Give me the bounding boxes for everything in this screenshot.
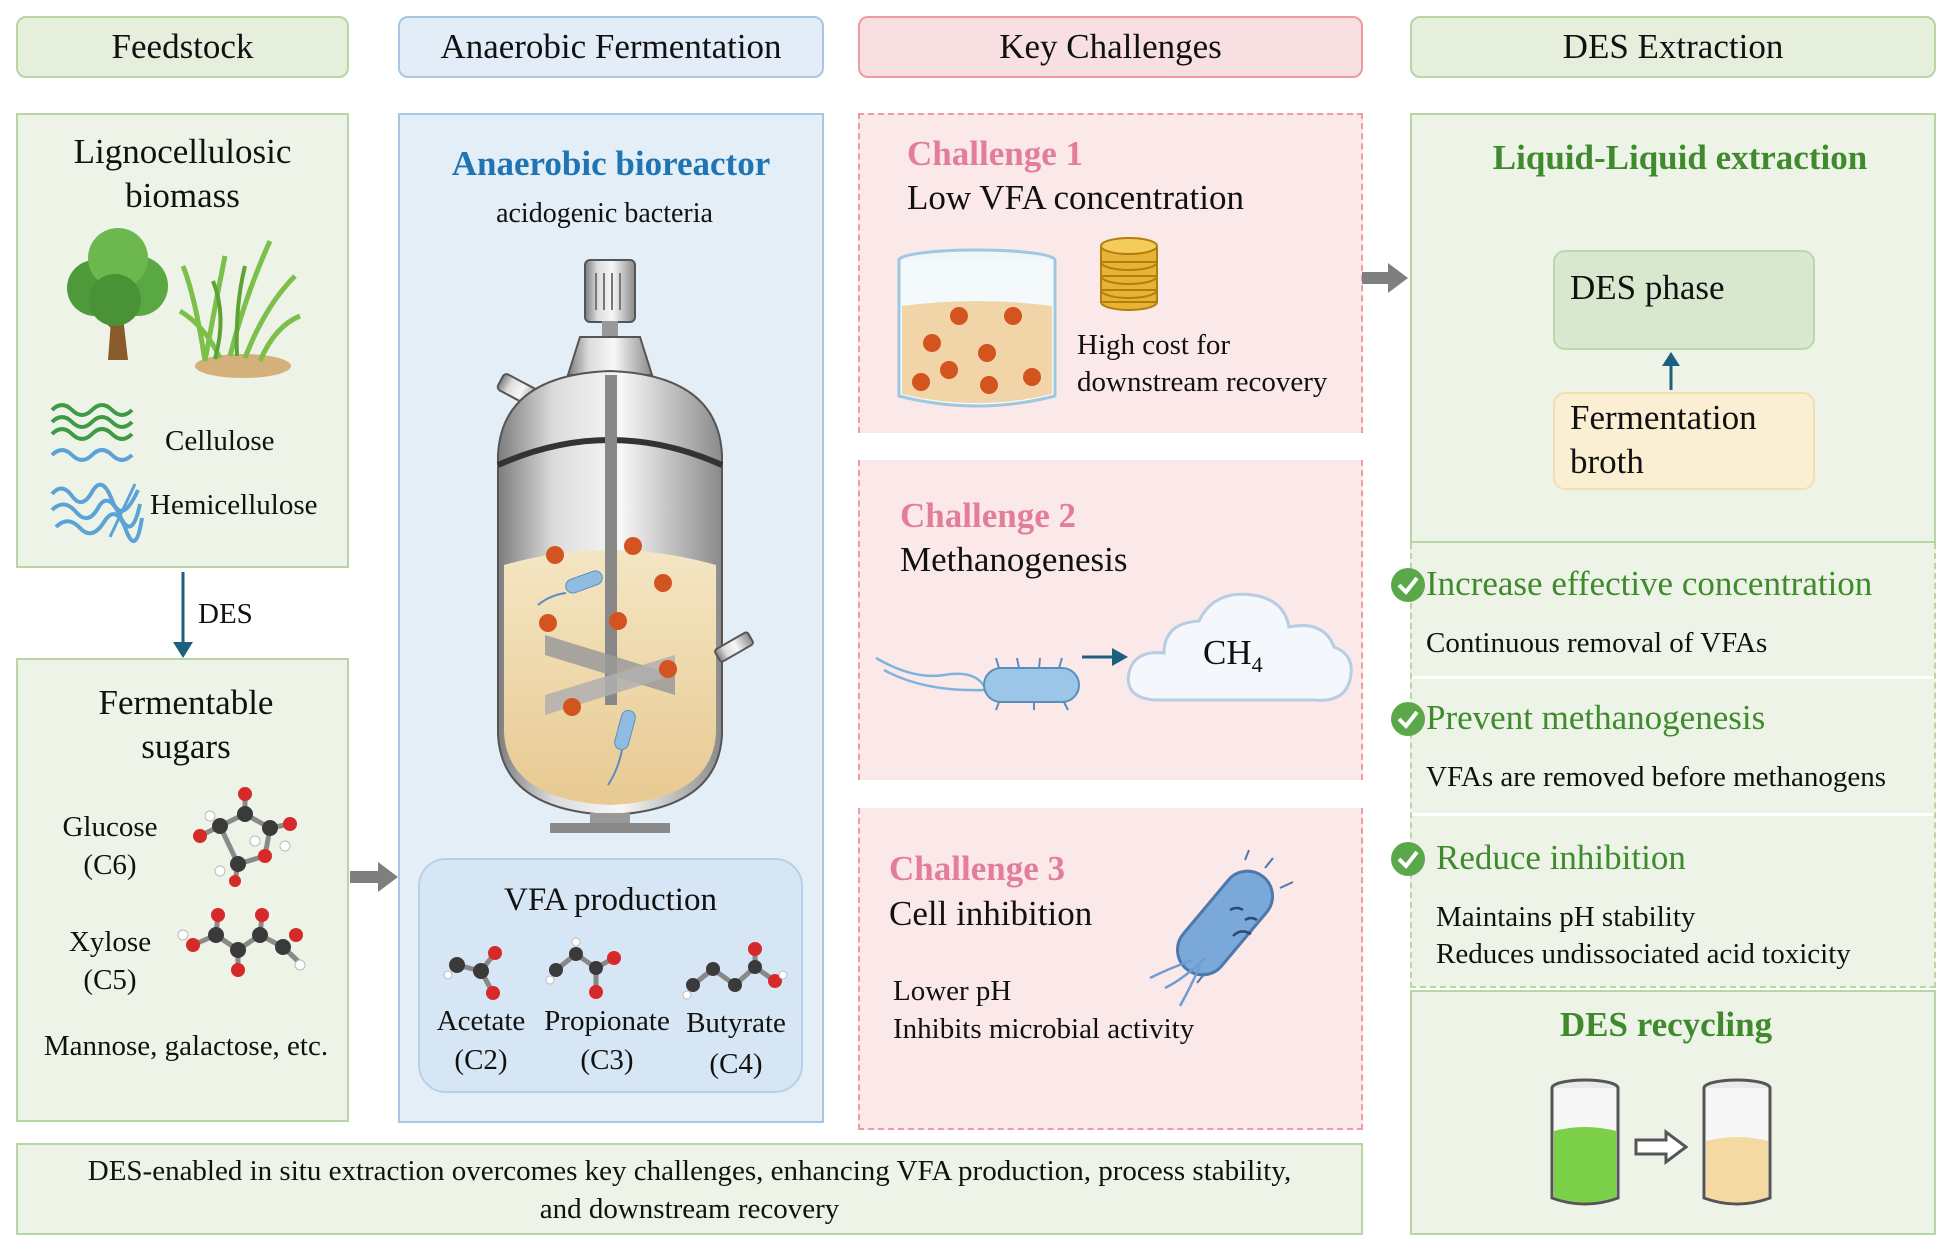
challenge-2-title: Methanogenesis [900,540,1128,579]
extraction-title: Liquid-Liquid extraction [1492,138,1868,177]
biomass-title-1: Lignocellulosic [73,132,292,171]
check-icon [1391,842,1425,876]
des-phase-label: DES phase [1570,268,1725,307]
des-arrow-label: DES [198,598,253,630]
header-feedstock: Feedstock [16,16,349,78]
biomass-title-2: biomass [125,176,240,215]
sugars-title-2: sugars [141,727,231,766]
challenge-3-label: Challenge 3 [889,849,1065,888]
fermentation-broth-box [1553,392,1815,490]
challenges-to-extraction-arrow [1362,263,1408,293]
benefit-2-desc: VFAs are removed before methanogens [1426,761,1887,793]
acid-butyrate-carbon: (C4) [709,1048,763,1080]
acid-propionate-name: Propionate [544,1005,670,1037]
summary-footer-line-2: and downstream recovery [539,1193,840,1225]
yellow-solvent-tube-icon [1702,1078,1772,1206]
phase-transfer-arrow [1662,352,1680,390]
recycle-arrow-icon [1634,1129,1689,1165]
glucose-carbon: (C6) [83,849,137,881]
butyrate-molecule-icon [682,942,788,1000]
bioreactor-title: Anaerobic bioreactor [451,144,771,183]
fermentation-broth-label-1: Fermentation [1570,398,1757,437]
bioreactor-subtitle: acidogenic bacteria [496,198,713,229]
sugars-title-1: Fermentable [98,683,274,722]
check-icon [1391,568,1425,602]
header-extraction-label: DES Extraction [1562,27,1784,66]
summary-footer-line-1: DES-enabled in situ extraction overcomes… [87,1155,1292,1187]
other-sugars-label: Mannose, galactose, etc. [43,1030,329,1062]
cellulose-label: Cellulose [165,425,275,457]
cloud-icon [1126,592,1353,702]
challenge-1-label: Challenge 1 [907,134,1083,173]
glucose-label: Glucose [62,811,158,843]
header-fermentation: Anaerobic Fermentation [398,16,824,78]
methane-arrow [1082,648,1128,666]
benefits-divider-1 [1412,676,1934,679]
benefit-1-title: Increase effective concentration [1426,564,1873,603]
challenge-3-note-2: Inhibits microbial activity [893,1013,1195,1045]
vfa-production-title: VFA production [504,882,717,918]
challenge-1-note-1: High cost for [1077,329,1231,361]
benefit-1-desc: Continuous removal of VFAs [1426,627,1768,659]
coins-icon [1100,237,1158,311]
des-phase-box [1553,250,1815,350]
hemicellulose-icon [50,482,144,543]
methane-formula: CH4 [1203,633,1263,678]
xylose-molecule-icon [177,908,306,977]
check-icon [1391,702,1425,736]
sugars-panel [16,658,349,1122]
challenge-1-title: Low VFA concentration [907,178,1244,217]
benefit-3-desc-2: Reduces undissociated acid toxicity [1436,938,1851,970]
benefit-3-title: Reduce inhibition [1436,838,1686,877]
summary-footer [16,1143,1363,1235]
green-solvent-tube-icon [1550,1078,1620,1206]
methane-formula-subscript: 4 [1251,652,1263,677]
bioreactor-icon [496,259,754,833]
benefits-divider-2 [1412,813,1934,816]
des-down-arrow [173,572,193,658]
recycling-title: DES recycling [1559,1005,1773,1044]
hemicellulose-label: Hemicellulose [150,489,318,521]
cellulose-icon [50,403,134,462]
header-extraction: DES Extraction [1410,16,1936,78]
challenge-3-title: Cell inhibition [889,894,1093,933]
challenge-2-label: Challenge 2 [900,496,1076,535]
header-challenges-label: Key Challenges [999,27,1222,66]
recycling-panel [1410,990,1936,1235]
glucose-molecule-icon [193,787,297,887]
challenge-1-note-2: downstream recovery [1077,366,1328,398]
methanogen-bacterium-icon [875,656,1080,711]
header-fermentation-label: Anaerobic Fermentation [440,27,782,66]
beaker-droplets-icon [897,248,1057,408]
challenge-3-panel [858,808,1363,1130]
propionate-molecule-icon [545,937,621,999]
xylose-label: Xylose [68,926,152,958]
fermentation-broth-label-2: broth [1570,442,1644,481]
challenge-3-note-1: Lower pH [893,975,1012,1007]
feedstock-to-fermentation-arrow [350,862,398,892]
acid-acetate-name: Acetate [436,1005,526,1037]
benefit-3-desc-1: Maintains pH stability [1436,901,1696,933]
acid-acetate-carbon: (C2) [454,1044,508,1076]
acid-butyrate-name: Butyrate [686,1007,786,1039]
header-feedstock-label: Feedstock [111,27,254,66]
acid-propionate-carbon: (C3) [580,1044,634,1076]
methane-formula-ch: CH [1203,633,1252,672]
acetate-molecule-icon [443,946,502,1000]
benefits-panel [1410,543,1936,988]
grass-icon [178,239,302,378]
header-challenges: Key Challenges [858,16,1363,78]
tree-icon [67,228,168,360]
xylose-carbon: (C5) [83,964,137,996]
benefit-2-title: Prevent methanogenesis [1426,698,1766,737]
inhibited-bacterium-icon [1149,849,1294,1007]
